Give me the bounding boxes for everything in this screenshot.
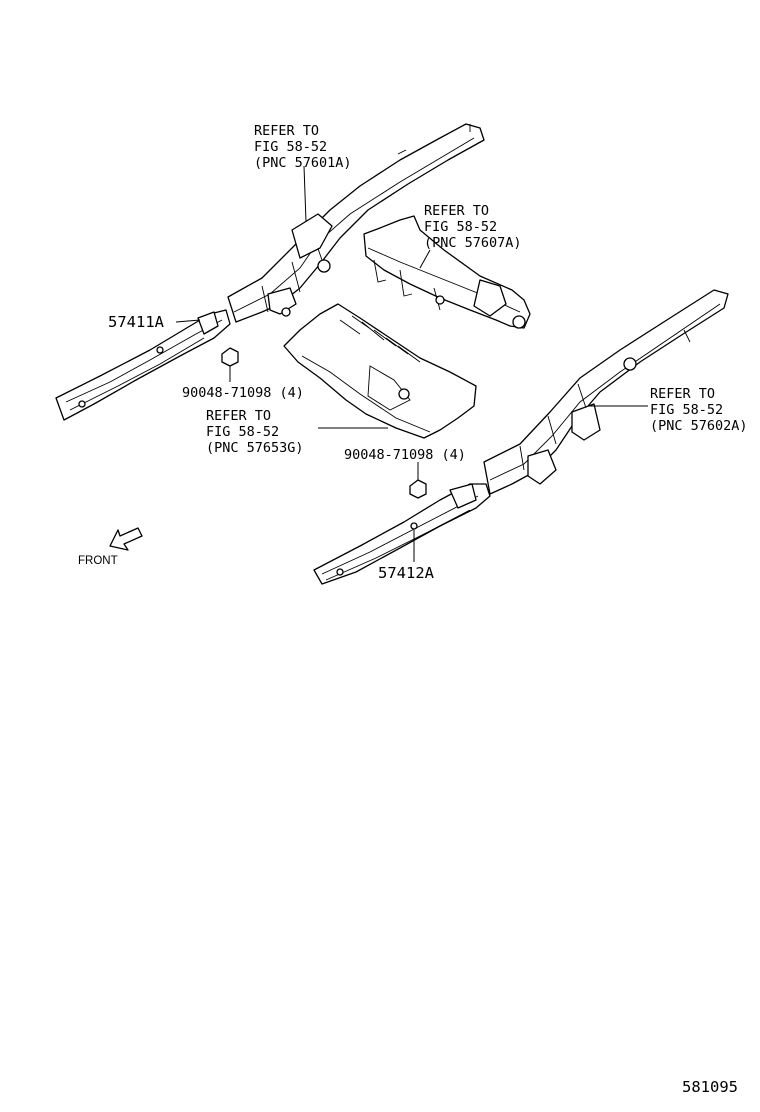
label-part-57411A: 57411A <box>108 313 165 331</box>
label-nut-left: 90048-71098 (4) <box>182 385 304 401</box>
ref-57602A-line1: REFER TO <box>650 386 715 402</box>
label-part-57412A: 57412A <box>378 564 435 582</box>
leader-lines <box>175 165 648 562</box>
extension-57411A <box>55 309 231 421</box>
front-arrow-icon <box>109 527 143 551</box>
nut-left-icon <box>221 347 239 367</box>
label-ref-57601A: REFER TO FIG 58-52 (PNC 57601A) <box>254 123 352 171</box>
ref-57602A-line2: FIG 58-52 <box>650 402 723 418</box>
floor-pan-57653G <box>283 303 477 439</box>
ref-57653G-line2: FIG 58-52 <box>206 424 279 440</box>
side-member-left-57601A <box>227 123 485 323</box>
figure-id: 581095 <box>682 1078 738 1096</box>
label-nut-right: 90048-71098 (4) <box>344 447 466 463</box>
ref-57607A-line2: FIG 58-52 <box>424 219 497 235</box>
ref-57602A-line3: (PNC 57602A) <box>650 418 748 434</box>
label-ref-57653G: REFER TO FIG 58-52 (PNC 57653G) <box>206 408 304 456</box>
side-member-right-57602A <box>483 289 729 495</box>
ref-57653G-line1: REFER TO <box>206 408 271 424</box>
ref-57601A-line2: FIG 58-52 <box>254 139 327 155</box>
ref-57653G-line3: (PNC 57653G) <box>206 440 304 456</box>
label-ref-57602A: REFER TO FIG 58-52 (PNC 57602A) <box>650 386 748 434</box>
crossmember-57607A <box>363 215 531 329</box>
nut-right-icon <box>409 479 427 499</box>
extension-57412A <box>313 483 491 585</box>
ref-57607A-line3: (PNC 57607A) <box>424 235 522 251</box>
ref-57601A-line3: (PNC 57601A) <box>254 155 352 171</box>
ref-57601A-line1: REFER TO <box>254 123 319 139</box>
label-front: FRONT <box>78 555 118 567</box>
ref-57607A-line1: REFER TO <box>424 203 489 219</box>
label-ref-57607A: REFER TO FIG 58-52 (PNC 57607A) <box>424 203 522 251</box>
